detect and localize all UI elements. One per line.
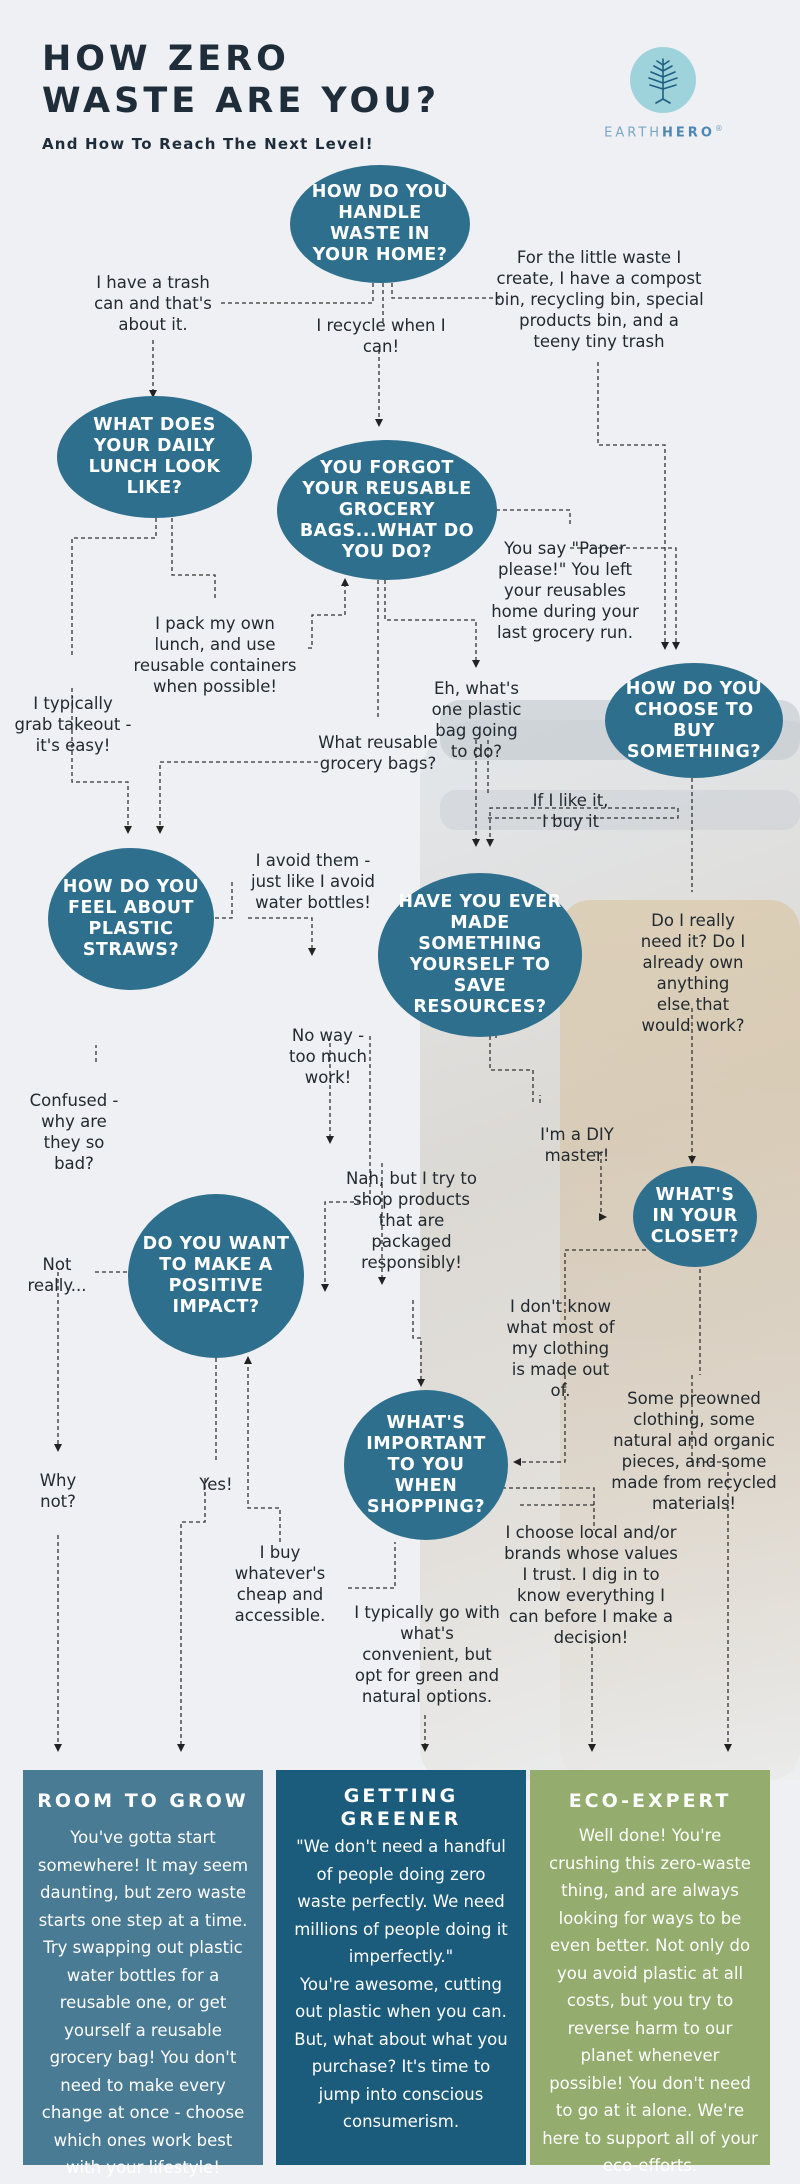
question-plastic-straws: HOW DO YOU FEEL ABOUT PLASTIC STRAWS? [48,848,214,990]
question-closet: WHAT'S IN YOUR CLOSET? [633,1166,757,1267]
answer-paper-please: You say "Paper please!" You left your re… [485,538,645,643]
answer-local-brands: I choose local and/or brands whose value… [502,1522,680,1648]
answer-really-need: Do I really need it? Do I already own an… [638,910,748,1036]
answer-diy: I'm a DIY master! [527,1124,627,1166]
answer-trash-can: I have a trash can and that's about it. [93,272,213,335]
answer-avoid-them: I avoid them - just like I avoid water b… [248,850,378,913]
result-card-room-to-grow: ROOM TO GROW You've gotta start somewher… [23,1770,263,2165]
answer-what-bags: What reusable grocery bags? [318,732,438,774]
answer-if-like: If I like it, I buy it [528,790,613,832]
answer-not-really: Not really... [22,1254,92,1296]
answer-confused: Confused - why are they so bad? [22,1090,126,1174]
question-how-buy: HOW DO YOU CHOOSE TO BUY SOMETHING? [605,663,783,778]
answer-nah-try: Nah, but I try to shop products that are… [339,1168,484,1273]
eco-expert-title: ECO-EXPERT [542,1790,758,1812]
answer-why-not: Why not? [28,1470,88,1512]
room-to-grow-body: You've gotta start somewhere! It may see… [37,1824,249,2182]
answer-compost: For the little waste I create, I have a … [494,247,704,352]
answer-cheap: I buy whatever's cheap and accessible. [225,1542,335,1626]
answer-preowned: Some preowned clothing, some natural and… [604,1388,784,1514]
question-important-shopping: WHAT'S IMPORTANT TO YOU WHEN SHOPPING? [344,1390,508,1540]
answer-takeout: I typically grab takeout - it's easy! [14,693,132,756]
answer-dont-know: I don't know what most of my clothing is… [503,1296,618,1401]
question-daily-lunch: WHAT DOES YOUR DAILY LUNCH LOOK LIKE? [57,396,252,518]
question-handle-waste: HOW DO YOU HANDLE WASTE IN YOUR HOME? [290,165,470,283]
answer-recycle: I recycle when I can! [316,315,446,357]
getting-greener-body: You're awesome, cutting out plastic when… [290,1971,512,2136]
answer-pack-lunch: I pack my own lunch, and use reusable co… [130,613,300,697]
answer-plastic-bag: Eh, what's one plastic bag going to do? [425,678,528,762]
answer-convenient: I typically go with what's convenient, b… [352,1602,502,1707]
answer-no-way: No way - too much work! [283,1025,373,1088]
question-made-yourself: HAVE YOU EVER MADE SOMETHING YOURSELF TO… [378,873,582,1037]
eco-expert-body: Well done! You're crushing this zero-was… [542,1822,758,2180]
getting-greener-quote: "We don't need a handful of people doing… [290,1833,512,1971]
room-to-grow-title: ROOM TO GROW [37,1790,249,1812]
result-card-eco-expert: ECO-EXPERT Well done! You're crushing th… [530,1770,770,2165]
question-forgot-bags: YOU FORGOT YOUR REUSABLE GROCERY BAGS...… [277,440,497,580]
answer-yes: Yes! [190,1474,242,1495]
question-positive-impact: DO YOU WANT TO MAKE A POSITIVE IMPACT? [128,1194,304,1358]
